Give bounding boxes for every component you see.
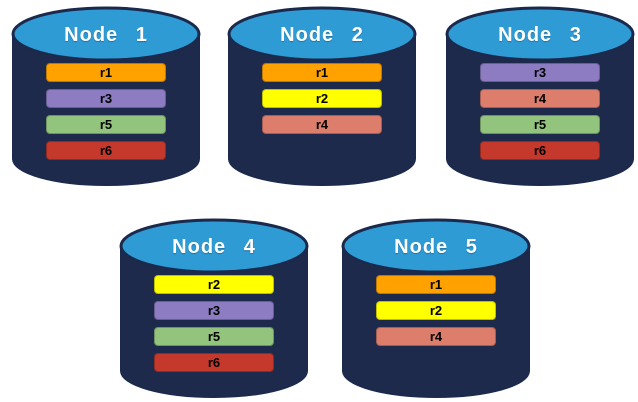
record-list: r3 r4 r5 r6 xyxy=(480,63,600,160)
database-node-3: Node 3 r3 r4 r5 r6 xyxy=(444,6,636,190)
record-list: r1 r3 r5 r6 xyxy=(46,63,166,160)
cylinder-top xyxy=(227,6,417,62)
record-bar-r5: r5 xyxy=(46,115,166,134)
record-bar-r5: r5 xyxy=(154,327,274,346)
record-label: r5 xyxy=(533,117,547,132)
record-label: r2 xyxy=(429,303,443,318)
record-bar-r6: r6 xyxy=(154,353,274,372)
record-label: r4 xyxy=(533,91,547,106)
record-label: r6 xyxy=(533,143,547,158)
cylinder-top xyxy=(445,6,635,62)
record-label: r2 xyxy=(315,91,329,106)
record-label: r3 xyxy=(533,65,547,80)
database-node-4: Node 4 r2 r3 r5 r6 xyxy=(118,218,310,402)
record-bar-r4: r4 xyxy=(376,327,496,346)
node-title: Node 2 xyxy=(280,23,364,46)
cylinder-top xyxy=(11,6,201,62)
record-bar-r2: r2 xyxy=(262,89,382,108)
record-label: r1 xyxy=(315,65,329,80)
record-label: r1 xyxy=(99,65,113,80)
record-bar-r6: r6 xyxy=(46,141,166,160)
node-title: Node 1 xyxy=(64,23,148,46)
node-title: Node 5 xyxy=(394,235,478,258)
record-label: r5 xyxy=(207,329,221,344)
record-bar-r1: r1 xyxy=(376,275,496,294)
record-label: r4 xyxy=(315,117,329,132)
record-bar-r1: r1 xyxy=(262,63,382,82)
record-bar-r4: r4 xyxy=(480,89,600,108)
record-label: r3 xyxy=(99,91,113,106)
record-bar-r2: r2 xyxy=(154,275,274,294)
record-label: r6 xyxy=(99,143,113,158)
node-title: Node 3 xyxy=(498,23,582,46)
record-bar-r5: r5 xyxy=(480,115,600,134)
record-label: r6 xyxy=(207,355,221,370)
node-title: Node 4 xyxy=(172,235,256,258)
cylinder-top xyxy=(341,218,531,274)
record-list: r1 r2 r4 xyxy=(262,63,382,134)
record-label: r5 xyxy=(99,117,113,132)
record-label: r2 xyxy=(207,277,221,292)
record-label: r4 xyxy=(429,329,443,344)
record-list: r2 r3 r5 r6 xyxy=(154,275,274,372)
record-bar-r3: r3 xyxy=(46,89,166,108)
record-label: r3 xyxy=(207,303,221,318)
record-bar-r1: r1 xyxy=(46,63,166,82)
record-list: r1 r2 r4 xyxy=(376,275,496,346)
database-node-2: Node 2 r1 r2 r4 xyxy=(226,6,418,190)
cylinder-top xyxy=(119,218,309,274)
record-bar-r6: r6 xyxy=(480,141,600,160)
record-label: r1 xyxy=(429,277,443,292)
database-node-1: Node 1 r1 r3 r5 r6 xyxy=(10,6,202,190)
record-bar-r4: r4 xyxy=(262,115,382,134)
record-bar-r2: r2 xyxy=(376,301,496,320)
record-bar-r3: r3 xyxy=(480,63,600,82)
record-bar-r3: r3 xyxy=(154,301,274,320)
database-node-5: Node 5 r1 r2 r4 xyxy=(340,218,532,402)
